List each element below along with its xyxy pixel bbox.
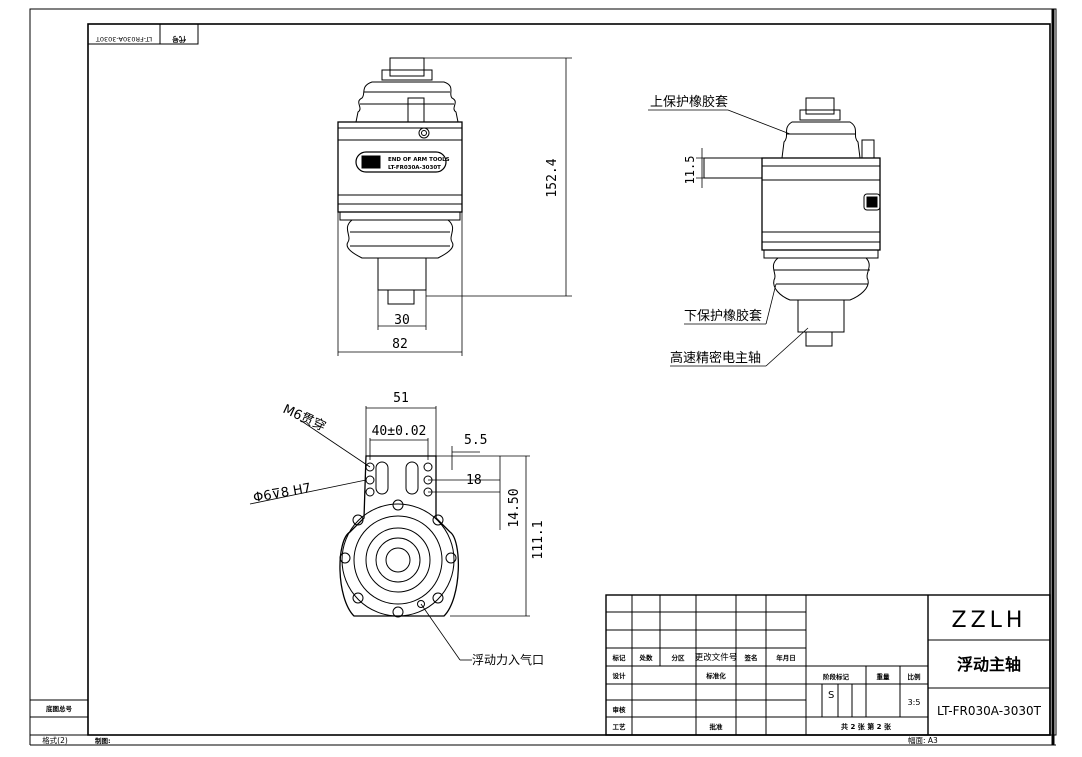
approve-label: 批准 — [710, 722, 724, 731]
rev-header-sign: 签名 — [744, 653, 758, 662]
rev-header-mark: 标记 — [612, 653, 627, 662]
nameplate-line-1: END OF ARM TOOLS — [388, 157, 450, 163]
rev-header-doc: 更改文件号 — [695, 652, 738, 663]
rotated-code: LT-FR030A-3030T — [96, 35, 152, 43]
callout-lower-boot: 下保护橡胶套 — [684, 308, 762, 324]
scale-value: 3:5 — [908, 698, 921, 707]
label-m6: M6贯穿 — [280, 401, 328, 435]
drawing-label: 制图: — [95, 736, 111, 745]
bottom-view-dimensions — [249, 406, 530, 661]
standardize-label: 标准化 — [705, 671, 726, 680]
sheet-frame — [29, 8, 1057, 746]
dim-18: 18 — [466, 473, 482, 488]
side-view-dimensions — [648, 109, 809, 367]
label-air-inlet: 浮动力入气口 — [472, 652, 544, 667]
dim-5-5: 5.5 — [464, 433, 487, 448]
sheet-count: 共 2 张 第 2 张 — [841, 722, 892, 731]
scale-label: 比例 — [908, 672, 922, 681]
review-label: 审核 — [613, 705, 627, 714]
format-label: 格式(2) — [42, 735, 68, 745]
side-view — [703, 97, 881, 347]
sheet-size: 幅面: A3 — [908, 735, 938, 745]
base-drawing-number-label: 底图总号 — [46, 704, 73, 713]
weight-label: 重量 — [877, 672, 891, 681]
rev-header-date: 年月日 — [776, 653, 796, 662]
rotated-code-label: 代号 — [172, 35, 187, 44]
label-phi: Φ6⊽8 H7 — [252, 481, 312, 506]
dim-shaft: 30 — [394, 313, 410, 328]
dim-width: 82 — [392, 337, 408, 352]
bottom-view — [339, 455, 459, 618]
dim-14-5: 14.50 — [507, 488, 522, 527]
dim-flange: 11.5 — [683, 156, 697, 185]
rev-header-count: 处数 — [639, 653, 654, 662]
dim-40: 40±0.02 — [372, 424, 427, 439]
front-view — [337, 57, 463, 305]
title-block — [605, 594, 1051, 736]
dim-111: 111.1 — [531, 520, 546, 559]
revision-headers: 标记 处数 分区 更改文件号 签名 年月日 — [612, 652, 796, 663]
part-name: 浮动主轴 — [957, 655, 1021, 674]
dim-height: 152.4 — [545, 158, 560, 197]
rev-header-zone: 分区 — [672, 653, 686, 662]
dim-51: 51 — [393, 391, 409, 406]
nameplate-line-2: LT-FR030A-3030T — [388, 165, 441, 171]
design-label: 设计 — [613, 671, 627, 680]
callout-upper-boot: 上保护橡胶套 — [650, 94, 728, 110]
company-name: ZZLH — [952, 608, 1027, 633]
callout-spindle: 高速精密电主轴 — [670, 350, 761, 366]
stage-mark-label: 阶段标记 — [823, 672, 850, 681]
drawing-number: LT-FR030A-3030T — [937, 704, 1042, 718]
stage-value: S — [828, 690, 834, 701]
front-view-dimensions — [337, 57, 572, 356]
front-view-nameplate: END OF ARM TOOLS LT-FR030A-3030T — [388, 157, 450, 171]
process-label: 工艺 — [613, 722, 627, 731]
